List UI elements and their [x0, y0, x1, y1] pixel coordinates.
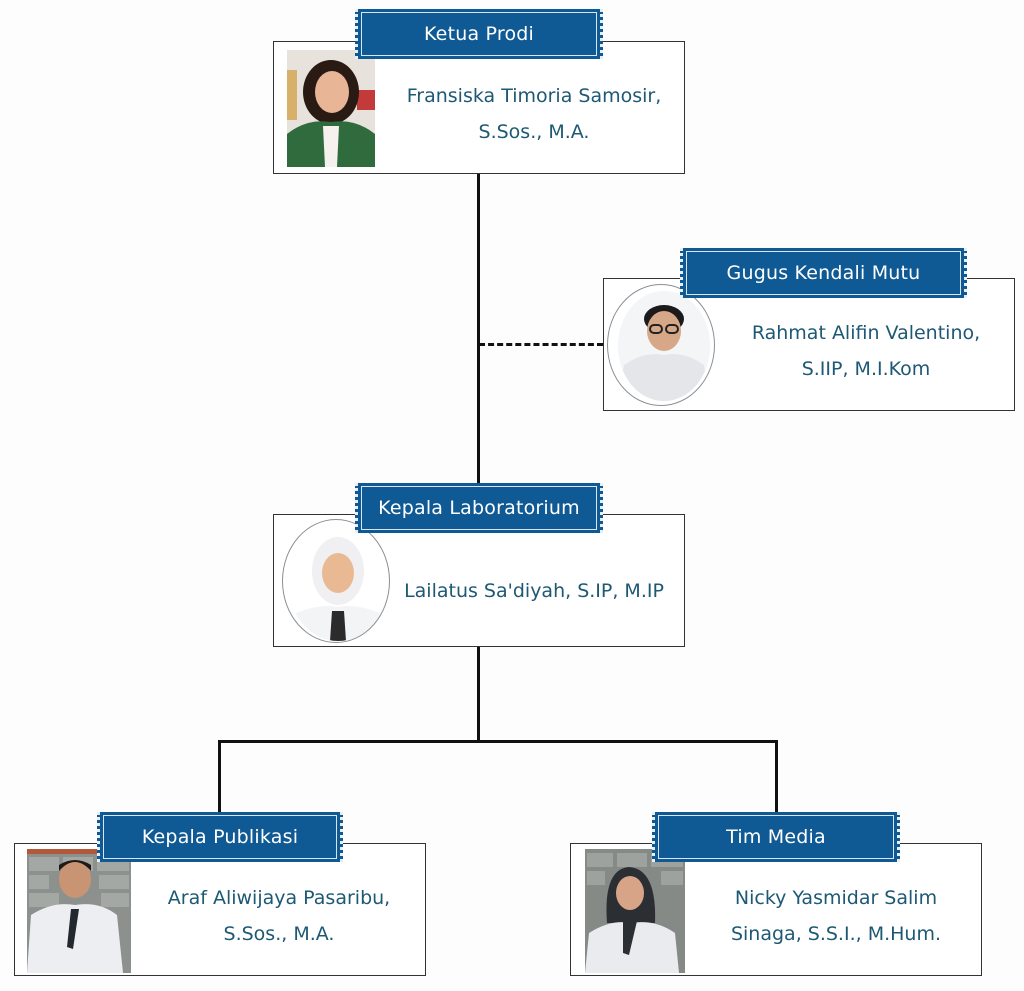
role-label-kepala-laboratorium: Kepala Laboratorium: [355, 483, 603, 533]
person-name-line2: S.Sos., M.A.: [478, 121, 590, 143]
role-label-text: Kepala Laboratorium: [361, 486, 597, 530]
role-label-text: Gugus Kendali Mutu: [686, 251, 961, 295]
connector-ketua-kalab: [477, 174, 480, 484]
node-card-tim-media: Nicky Yasmidar Salim Sinaga, S.S.I., M.H…: [570, 843, 982, 976]
person-name-line1: Fransiska Timoria Samosir,: [406, 85, 662, 107]
role-label-kepala-publikasi: Kepala Publikasi: [97, 812, 343, 862]
connector-to-media: [775, 740, 778, 812]
person-photo: [585, 849, 685, 973]
node-card-gugus-kendali-mutu: Rahmat Alifin Valentino, S.IIP, M.I.Kom: [603, 278, 1015, 411]
decorative-ring: [607, 284, 715, 406]
connector-dashed-gkm: [479, 343, 603, 346]
role-label-ketua-prodi: Ketua Prodi: [355, 9, 603, 59]
person-photo: [27, 849, 131, 973]
role-label-gugus-kendali-mutu: Gugus Kendali Mutu: [680, 248, 967, 298]
node-card-ketua-prodi: Fransiska Timoria Samosir, S.Sos., M.A.: [273, 41, 685, 174]
node-card-kepala-laboratorium: Lailatus Sa'diyah, S.IP, M.IP: [273, 514, 685, 647]
person-photo: [618, 291, 710, 401]
person-photo: [287, 50, 375, 167]
person-name-line1: Lailatus Sa'diyah, S.IP, M.IP: [404, 580, 664, 602]
role-label-text: Ketua Prodi: [361, 12, 597, 56]
person-name-line2: S.IIP, M.I.Kom: [801, 358, 931, 380]
connector-to-publikasi: [218, 740, 221, 812]
node-card-kepala-publikasi: Araf Aliwijaya Pasaribu, S.Sos., M.A.: [14, 843, 426, 976]
role-label-text: Kepala Publikasi: [103, 815, 337, 859]
role-label-tim-media: Tim Media: [652, 812, 900, 862]
decorative-ring: [282, 519, 390, 643]
person-name-line2: Sinaga, S.S.I., M.Hum.: [730, 923, 942, 945]
person-name-line1: Rahmat Alifin Valentino,: [751, 322, 981, 344]
connector-kalab-down: [477, 647, 480, 742]
person-name-line1: Nicky Yasmidar Salim: [734, 887, 938, 909]
person-name-line1: Araf Aliwijaya Pasaribu,: [167, 887, 391, 909]
person-name-line2: S.Sos., M.A.: [223, 923, 335, 945]
person-photo: [288, 523, 388, 641]
connector-horizontal-bar: [218, 740, 778, 743]
role-label-text: Tim Media: [658, 815, 894, 859]
